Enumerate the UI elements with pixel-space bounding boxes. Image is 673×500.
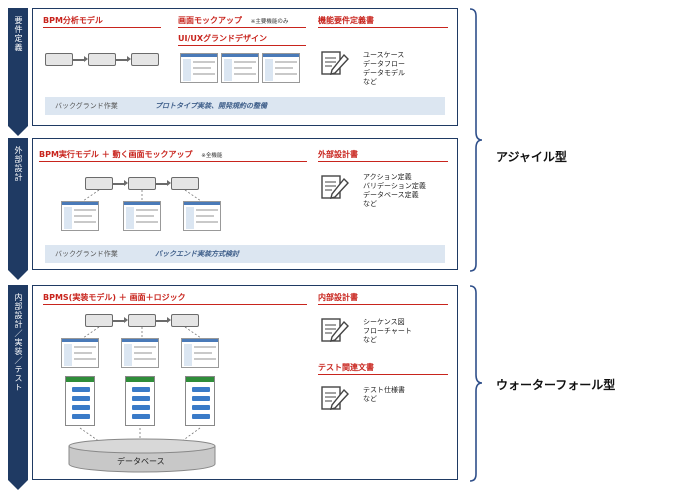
screen-mockup [262,53,300,83]
document-pencil-icon [321,175,349,199]
mock-note: ※主要機能のみ [250,19,289,25]
document-pencil-icon [321,318,349,342]
database-label: データベース [117,457,165,466]
screen-mockup [183,201,221,231]
external-design-doc-title: 外部設計書 [318,150,358,159]
screen-mockup [121,338,159,368]
flow-arrow [113,180,128,186]
database-cylinder [68,438,216,473]
waterfall-label: ウォーターフォール型 [496,378,616,392]
flow-arrow [116,56,131,62]
process-box [85,177,113,190]
screen-mockup [61,338,99,368]
background-work-band: バックグランド作業 バックエンド実装方式検討 [45,245,445,263]
background-work-value: プロトタイプ実装、開発規約の整備 [155,102,267,110]
doc-item: バリデーション定義 [363,182,426,190]
underline [318,27,448,28]
doc-item: など [363,395,377,403]
underline [43,304,307,305]
underline [318,374,448,375]
doc-item: データフロー [363,60,405,68]
screen-mockup [221,53,259,83]
agile-label: アジャイル型 [496,150,567,164]
bpm-execution-title-text: BPM実行モデル ＋ 動く画面モックアップ [39,150,193,159]
arrow-tip [8,126,28,136]
arrow-tip [8,270,28,280]
underline [43,27,161,28]
underline [178,45,306,46]
waterfall-brace [469,285,483,482]
underline [39,161,307,162]
agile-brace [469,8,483,272]
flow-arrow [156,317,171,323]
bpm-analysis-title: BPM分析モデル [43,16,103,25]
dashed-connectors [82,189,202,202]
requirements-doc-list: ユースケース データフロー データモデル など [363,51,405,87]
panel-external-design: BPM実行モデル ＋ 動く画面モックアップ ※全機能 外部設計書 アクション定義… [32,138,458,270]
screen-mockup [180,53,218,83]
internal-design-doc-title: 内部設計書 [318,293,358,302]
process-box [171,314,199,327]
functional-requirements-title: 機能要件定義書 [318,16,374,25]
background-work-label: バックグランド作業 [55,102,118,110]
doc-item: など [363,200,377,208]
bpm-execution-title: BPM実行モデル ＋ 動く画面モックアップ ※全機能 [39,149,222,160]
background-work-label: バックグランド作業 [55,250,118,258]
arrow-tip [8,480,28,490]
logic-flow-sheet [185,376,215,426]
phase-arrow-requirements: 要件定義 [8,8,28,136]
underline [178,27,306,28]
screen-mockup [61,201,99,231]
process-box [88,53,116,66]
doc-item: データベース定義 [363,191,419,199]
doc-item: など [363,336,377,344]
doc-item: テスト仕様書 [363,386,405,394]
external-design-doc-list: アクション定義 バリデーション定義 データベース定義 など [363,173,426,209]
background-work-value: バックエンド実装方式検討 [155,250,239,258]
phase-arrow-implementation: 内部設計／実装／テスト [8,285,28,490]
mock-title: 画面モックアップ ※主要機能のみ [178,15,288,26]
test-doc-title: テスト関連文書 [318,363,374,372]
title-note: ※全機能 [201,153,223,159]
underline [318,161,448,162]
internal-design-doc-list: シーケンス図 フローチャート など [363,318,412,345]
document-pencil-icon [321,386,349,410]
process-box [171,177,199,190]
test-doc-list: テスト仕様書 など [363,386,405,404]
phase-label: 要件定義 [14,16,23,52]
flow-arrow [73,56,88,62]
flow-arrow [113,317,128,323]
panel-implementation: BPMS(実装モデル) ＋ 画面＋ロジック データベース 内部設計書 シーケンス… [32,285,458,480]
doc-item: など [363,78,377,86]
logic-flow-sheet [65,376,95,426]
flow-arrow [156,180,171,186]
screen-mockup [181,338,219,368]
process-box [128,314,156,327]
process-box [85,314,113,327]
phase-label: 外部設計 [14,146,23,182]
mock-title-text: 画面モックアップ [178,16,242,25]
process-box [128,177,156,190]
process-box [131,53,159,66]
doc-item: フローチャート [363,327,412,335]
phase-arrow-external-design: 外部設計 [8,138,28,280]
screen-mockup [123,201,161,231]
underline [318,304,448,305]
doc-item: アクション定義 [363,173,412,181]
document-pencil-icon [321,51,349,75]
phase-label: 内部設計／実装／テスト [14,293,23,392]
panel-requirements: BPM分析モデル 画面モックアップ ※主要機能のみ UI/UXグランドデザイン … [32,8,458,126]
uiux-title: UI/UXグランドデザイン [178,34,268,43]
process-box [45,53,73,66]
doc-item: ユースケース [363,51,405,59]
logic-flow-sheet [125,376,155,426]
bpms-title: BPMS(実装モデル) ＋ 画面＋ロジック [43,293,186,302]
doc-item: データモデル [363,69,405,77]
background-work-band: バックグランド作業 プロトタイプ実装、開発規約の整備 [45,97,445,115]
doc-item: シーケンス図 [363,318,405,326]
